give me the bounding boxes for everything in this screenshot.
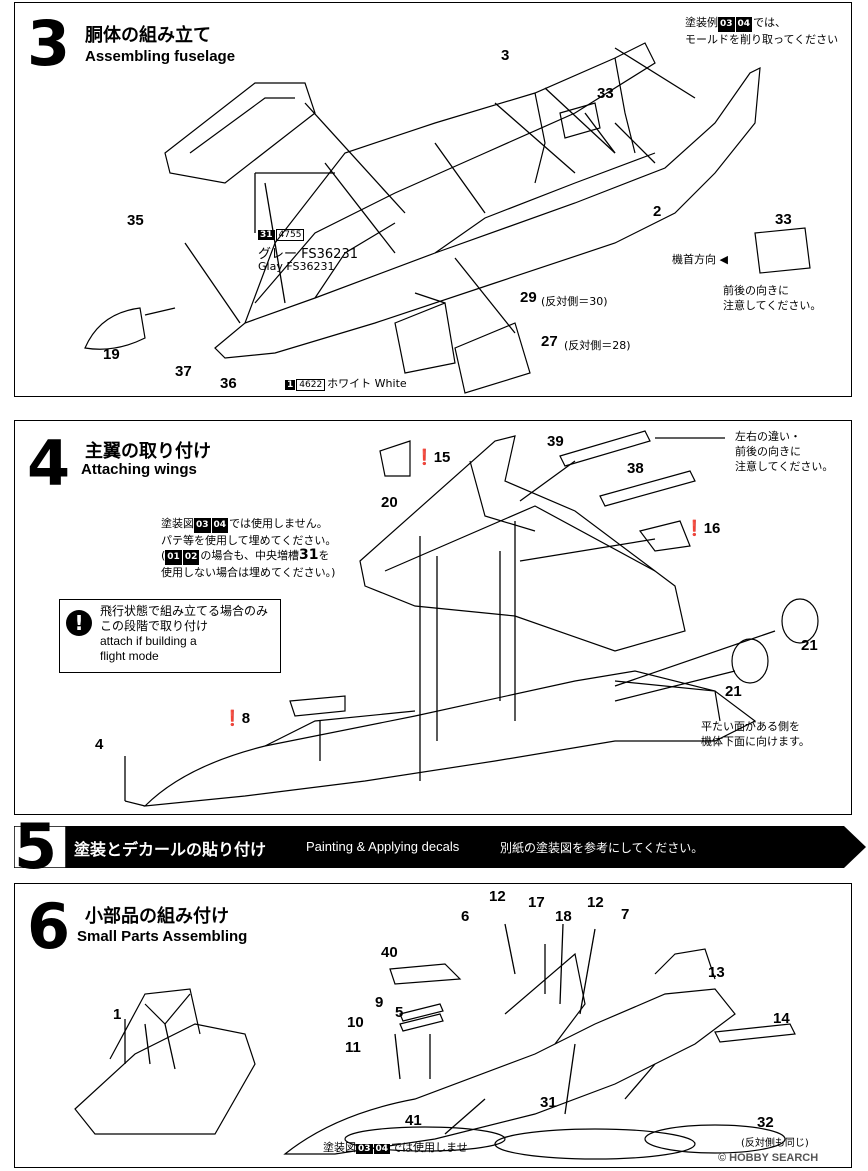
- grey-paint-en: Glay FS36231: [258, 260, 335, 273]
- step-number: 5: [14, 810, 58, 883]
- part-label-11: 11: [345, 1039, 361, 1056]
- part-label-36: 36: [220, 375, 237, 392]
- part-label-14: 14: [773, 1010, 790, 1027]
- step-title-jp: 胴体の組み立て: [85, 25, 211, 46]
- part-label-39: 39: [547, 433, 564, 450]
- part-label-7: 7: [621, 906, 630, 923]
- part-29-opposite-note: (反対側＝30): [541, 295, 608, 308]
- step6-small-parts-drawing: [74, 923, 796, 1160]
- step-title-en: Assembling fuselage: [85, 48, 236, 65]
- part-label-21-lower: 21: [725, 683, 742, 700]
- part-27-opposite-note: (反対側＝28): [564, 339, 631, 352]
- step-title-jp: 小部品の組み付け: [85, 906, 229, 927]
- step-title-en: Painting & Applying decals: [306, 839, 460, 854]
- part-32-same-note: (反対側も同じ): [741, 1138, 809, 1149]
- part-label-12-left: 12: [489, 888, 506, 905]
- step-title-en: Attaching wings: [81, 461, 197, 478]
- nose-direction-label: 機首方向 ◀: [672, 253, 728, 266]
- part-label-9: 9: [375, 994, 384, 1011]
- part-label-19: 19: [103, 346, 120, 363]
- grey-paint-jp: グレー FS36231: [258, 247, 358, 262]
- part-label-3: 3: [501, 47, 510, 64]
- flight-mode-warning-box: ! 飛行状態で組み立てる場合のみ この段階で取り付け attach if bui…: [59, 599, 281, 673]
- part-label-32: 32: [757, 1114, 774, 1131]
- step3-fuselage-drawing: [84, 42, 811, 394]
- part-label-5: 5: [395, 1004, 404, 1021]
- part-label-2: 2: [653, 203, 662, 220]
- left-right-note: 左右の違い・前後の向きに注意してください。: [735, 430, 834, 473]
- step-title-jp: 主翼の取り付け: [85, 441, 211, 462]
- part-label-10: 10: [347, 1014, 364, 1031]
- paint-reference-note: 別紙の塗装図を参考にしてください。: [500, 841, 704, 855]
- part-label-8: ❗8: [223, 710, 251, 727]
- part-label-38: 38: [627, 460, 644, 477]
- step4-panel: 4 主翼の取り付け Attaching wings ❗15 39 38 20 ❗…: [14, 420, 852, 815]
- part-label-15: ❗15: [415, 449, 451, 466]
- part-label-35: 35: [127, 212, 144, 229]
- part-label-12-right: 12: [587, 894, 604, 911]
- part-label-40: 40: [381, 944, 398, 961]
- part-label-29: 29: [520, 289, 537, 306]
- part-label-41: 41: [405, 1112, 422, 1129]
- part-label-18: 18: [555, 908, 572, 925]
- warning-text-en-2: flight mode: [100, 649, 159, 663]
- part-label-20: 20: [381, 494, 398, 511]
- part-label-16: ❗16: [685, 520, 721, 537]
- part-label-33-detail: 33: [775, 211, 792, 228]
- step-title-en: Small Parts Assembling: [77, 928, 248, 945]
- part-label-27: 27: [541, 333, 558, 350]
- part-label-1: 1: [113, 1006, 122, 1023]
- step5-banner: 5 塗装とデカールの貼り付け Painting & Applying decal…: [14, 816, 866, 878]
- orientation-note: 前後の向きに注意してください。: [723, 284, 822, 312]
- step-number: 3: [27, 7, 71, 80]
- step-number: 4: [27, 427, 71, 500]
- warning-text-jp-2: この段階で取り付け: [100, 619, 209, 633]
- step-title-jp: 塗装とデカールの貼り付け: [74, 840, 267, 859]
- banner-shape: [14, 826, 866, 868]
- flat-side-note: 平たい面がある側を機体下面に向けます。: [701, 720, 810, 748]
- watermark: © HOBBY SEARCH: [718, 1152, 819, 1164]
- part-label-21-upper: 21: [801, 637, 818, 654]
- part-label-37: 37: [175, 363, 192, 380]
- part-label-6: 6: [461, 908, 470, 925]
- warning-text-en-1: attach if building a: [100, 634, 197, 648]
- part-label-17: 17: [528, 894, 545, 911]
- part-label-31: 31: [540, 1094, 557, 1111]
- part-label-33: 33: [597, 85, 614, 102]
- step6-panel: 6 小部品の組み付け Small Parts Assembling 12 6 1…: [14, 883, 852, 1168]
- step-number: 6: [27, 890, 71, 963]
- warning-icon: !: [66, 610, 92, 636]
- step4-wing-drawing: [124, 430, 819, 807]
- warning-text-jp-1: 飛行状態で組み立てる場合のみ: [100, 604, 269, 618]
- part-label-13: 13: [708, 964, 725, 981]
- part-label-4: 4: [95, 736, 104, 753]
